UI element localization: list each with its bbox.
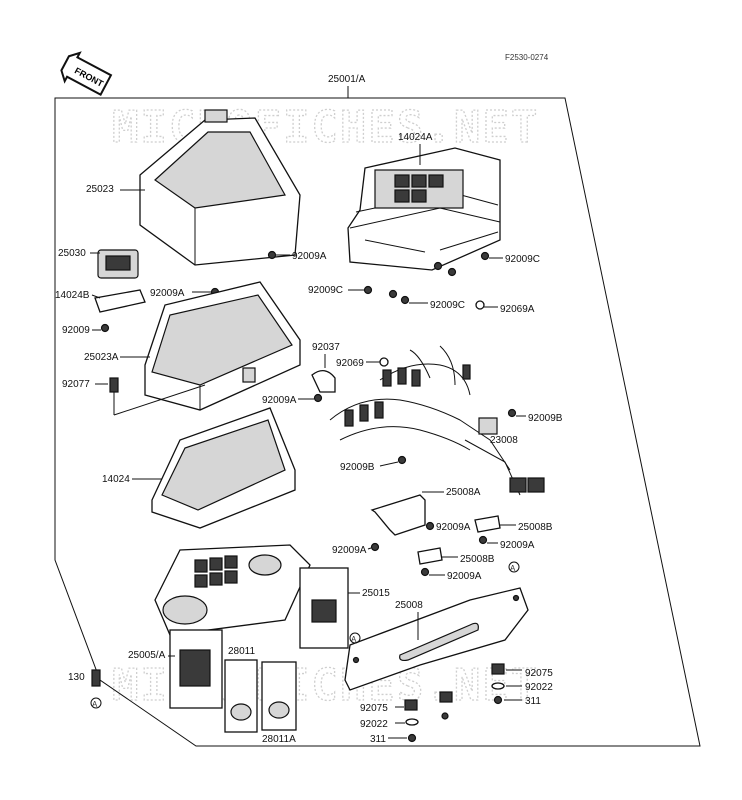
label-25005a: 25005/A bbox=[128, 650, 166, 661]
label-92075-1: 92075 bbox=[525, 668, 553, 679]
screw-92009 bbox=[100, 323, 110, 333]
meter-panel bbox=[154, 544, 311, 636]
screw-130 bbox=[91, 669, 101, 687]
label-25023a: 25023A bbox=[84, 352, 119, 363]
figure-code: F2530-0274 bbox=[505, 53, 549, 62]
meter-cover bbox=[139, 109, 301, 266]
label-92009a-6: 92009A bbox=[332, 545, 367, 556]
ref-a-2: A bbox=[351, 635, 357, 644]
grommet-92077 bbox=[109, 377, 119, 393]
label-25015: 25015 bbox=[362, 588, 390, 599]
label-92009c-1: 92009C bbox=[505, 254, 540, 265]
label-25008b-1: 25008B bbox=[518, 522, 553, 533]
label-92009c-3: 92009C bbox=[430, 300, 465, 311]
label-25008: 25008 bbox=[395, 600, 423, 611]
front-arrow-icon: FRONT bbox=[60, 51, 113, 96]
label-92022-2: 92022 bbox=[360, 719, 388, 730]
label-25001a: 25001/A bbox=[328, 74, 366, 85]
label-92069a: 92069A bbox=[500, 304, 535, 315]
label-14024: 14024 bbox=[102, 474, 130, 485]
label-25008a: 25008A bbox=[446, 487, 481, 498]
label-25023: 25023 bbox=[86, 184, 114, 195]
label-92077: 92077 bbox=[62, 379, 90, 390]
pilot-lamp bbox=[97, 249, 139, 279]
label-28011: 28011 bbox=[228, 646, 256, 657]
label-92009a-4: 92009A bbox=[436, 522, 471, 533]
bracket-25008b-2 bbox=[417, 547, 443, 565]
label-130: 130 bbox=[68, 672, 85, 683]
bracket-25008b-1 bbox=[474, 515, 501, 533]
wiring-harness bbox=[329, 345, 545, 496]
label-92009b-1: 92009B bbox=[528, 413, 563, 424]
label-92009: 92009 bbox=[62, 325, 90, 336]
label-92009c-2: 92009C bbox=[308, 285, 343, 296]
meter-lens bbox=[144, 281, 301, 411]
socket-28011-group bbox=[224, 659, 258, 733]
label-92009a-1: 92009A bbox=[150, 288, 185, 299]
damper-stack-right bbox=[491, 663, 505, 705]
label-92075-2: 92075 bbox=[360, 703, 388, 714]
bracket-25008 bbox=[344, 587, 529, 691]
assembly-outline bbox=[54, 97, 701, 747]
ref-a-1: A bbox=[510, 564, 516, 573]
label-92022-1: 92022 bbox=[525, 682, 553, 693]
label-92037: 92037 bbox=[312, 342, 340, 353]
ref-a-3: A bbox=[92, 700, 98, 709]
meter-case bbox=[347, 147, 501, 271]
label-25008b-2: 25008B bbox=[460, 554, 495, 565]
label-92009a-3: 92009A bbox=[262, 395, 297, 406]
label-25030: 25030 bbox=[58, 248, 86, 259]
label-311-1: 311 bbox=[525, 696, 541, 707]
clamp-92037 bbox=[311, 370, 336, 393]
label-14024b: 14024B bbox=[55, 290, 90, 301]
socket-25015-group bbox=[299, 567, 349, 649]
label-14024a: 14024A bbox=[398, 132, 433, 143]
label-92009a-2: 92009A bbox=[292, 251, 327, 262]
label-28011a: 28011A bbox=[262, 734, 296, 745]
label-92009a-7: 92009A bbox=[447, 571, 482, 582]
meter-visor bbox=[151, 407, 296, 529]
label-92009a-5: 92009A bbox=[500, 540, 535, 551]
bracket-14024b bbox=[94, 289, 146, 313]
label-92009b-2: 92009B bbox=[340, 462, 375, 473]
label-23008: 23008 bbox=[490, 435, 518, 446]
damper-stack-bottom bbox=[404, 691, 453, 743]
label-311-2: 311 bbox=[370, 734, 386, 745]
label-92069: 92069 bbox=[336, 358, 364, 369]
bracket-25008a bbox=[370, 494, 426, 536]
socket-28011a-group bbox=[261, 661, 297, 731]
